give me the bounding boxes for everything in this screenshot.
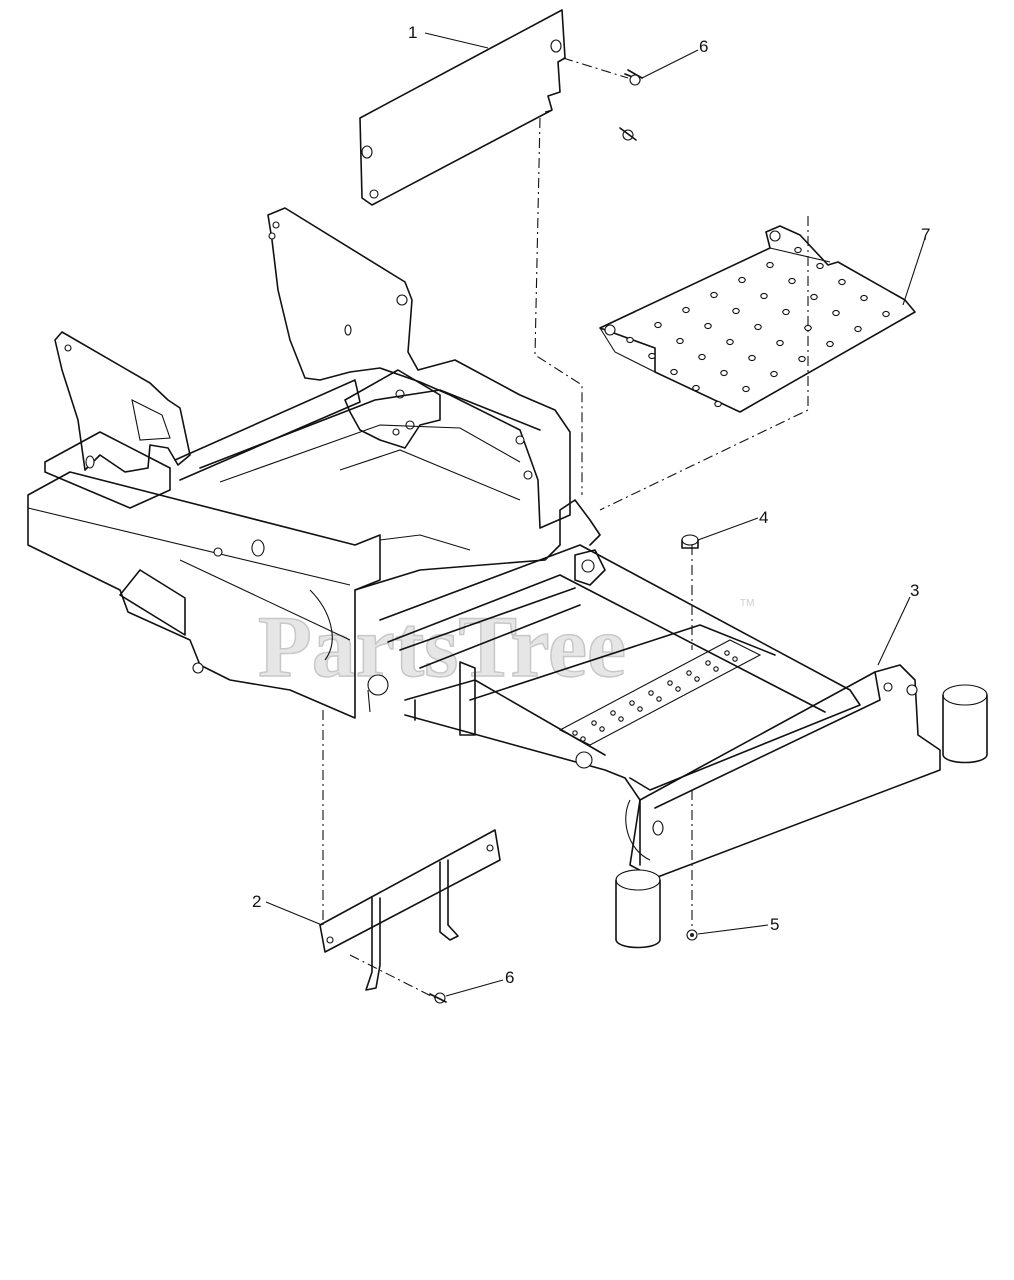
- perforation-hole: [826, 340, 834, 348]
- perforation-hole: [675, 686, 681, 692]
- callout-3: 3: [910, 581, 919, 600]
- perforation-hole: [637, 706, 643, 712]
- perforation-hole: [854, 325, 862, 333]
- perforation-hole: [882, 310, 890, 318]
- part-7-step-plate: [599, 225, 916, 413]
- part-4-cap: [681, 534, 699, 549]
- callout-6-bottom: 6: [505, 968, 514, 987]
- leader-lines: [265, 32, 926, 997]
- callout-labels: 1 6 7 4 3 2 6 5: [252, 23, 930, 987]
- perforation-hole: [629, 700, 635, 706]
- part-5-nut: [686, 929, 698, 941]
- perforation-hole: [682, 306, 690, 314]
- part-1-cover-plate: [359, 9, 566, 206]
- perforation-hole: [754, 323, 762, 331]
- part-6-bolt-mid: [619, 127, 637, 141]
- perforation-hole: [676, 337, 684, 345]
- perforation-hole: [742, 385, 750, 393]
- part-6-bolt-bottom: [429, 992, 447, 1004]
- perforation-hole: [738, 276, 746, 284]
- perforation-hole: [724, 650, 730, 656]
- perforation-hole: [788, 277, 796, 285]
- callout-4: 4: [759, 508, 768, 527]
- perforation-hole: [694, 676, 700, 682]
- perforation-hole: [704, 322, 712, 330]
- part-main-frame: [27, 207, 606, 719]
- perforation-hole: [698, 353, 706, 361]
- perforation-hole: [618, 716, 624, 722]
- callout-2: 2: [252, 892, 261, 911]
- perforation-hole: [591, 720, 597, 726]
- perforation-hole: [670, 368, 678, 376]
- part-2-bracket: [319, 829, 501, 991]
- perforation-hole: [626, 336, 634, 344]
- perforation-hole: [838, 278, 846, 286]
- perforation-hole: [732, 656, 738, 662]
- perforation-hole: [686, 670, 692, 676]
- perforation-hole: [860, 294, 868, 302]
- perforation-hole: [692, 384, 700, 392]
- perforation-hole: [710, 291, 718, 299]
- perforation-hole: [770, 370, 778, 378]
- callout-7: 7: [921, 225, 930, 244]
- perforation-hole: [648, 690, 654, 696]
- perforation-hole: [610, 710, 616, 716]
- perforation-hole: [798, 355, 806, 363]
- assembly-lines: [322, 57, 809, 999]
- part-3-front-frame: [379, 544, 988, 949]
- perforation-hole: [810, 293, 818, 301]
- perforation-hole: [654, 321, 662, 329]
- perforation-hole: [572, 730, 578, 736]
- perforation-hole: [832, 309, 840, 317]
- perforation-hole: [804, 324, 812, 332]
- perforation-hole: [713, 666, 719, 672]
- watermark-text: PartsTree: [258, 599, 626, 696]
- perforation-hole: [794, 246, 802, 254]
- perforation-hole: [776, 339, 784, 347]
- perforation-hole: [726, 338, 734, 346]
- callout-6-top: 6: [699, 37, 708, 56]
- perforation-hole: [760, 292, 768, 300]
- perforation-hole: [766, 261, 774, 269]
- perforation-hole: [580, 736, 586, 742]
- perforation-hole: [599, 726, 605, 732]
- watermark: PartsTree TM: [257, 598, 754, 697]
- perforation-hole: [782, 308, 790, 316]
- perforation-hole: [816, 262, 824, 270]
- perforation-hole: [648, 352, 656, 360]
- perforation-hole: [714, 400, 722, 408]
- perforation-hole: [720, 369, 728, 377]
- perforation-hole: [732, 307, 740, 315]
- perforation-hole: [667, 680, 673, 686]
- perforation-hole: [656, 696, 662, 702]
- part-6-bolt-top: [624, 69, 643, 86]
- watermark-trademark: TM: [740, 598, 754, 609]
- perforation-hole: [748, 354, 756, 362]
- perforation-hole: [705, 660, 711, 666]
- callout-5: 5: [770, 915, 779, 934]
- callout-1: 1: [408, 23, 417, 42]
